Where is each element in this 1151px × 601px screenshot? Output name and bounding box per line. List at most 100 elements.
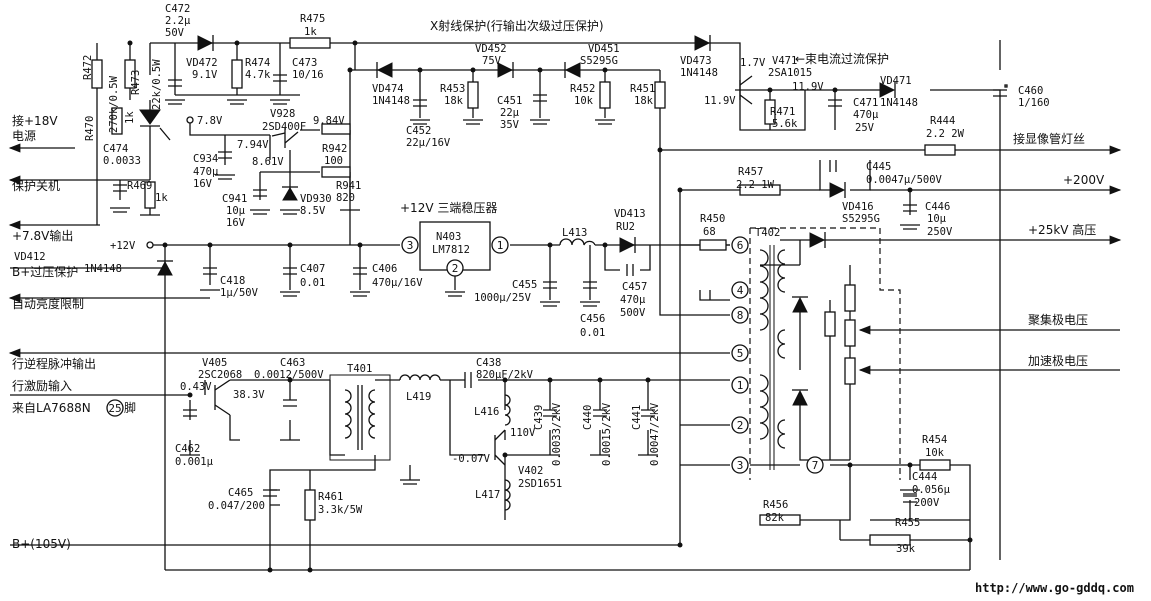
transistor-v405 [214,379,231,416]
comp-val-62: 0.0047/2kV [649,402,661,466]
resistor-r474 [231,59,243,89]
inductor-l413 [559,238,596,246]
resistor-r454 [919,459,951,471]
resistor-hv4 [844,357,856,385]
net-label-6: 7.94V [237,139,269,151]
io-right-2: +25kV 高压 [1028,222,1096,237]
comp-ref-41: VD412 [14,251,46,263]
comp-ref-17: R452 [570,83,595,95]
comp-val-32: 100 [324,155,343,167]
diode-hv-mid [792,296,808,313]
pin-num-0: 3 [407,239,414,252]
comp-ref-63: V402 [518,465,543,477]
io-left-3: +7.8V输出 [12,228,73,243]
comp-val-28: 16V [193,178,213,190]
io-left-7: 行激励输入 [12,378,72,393]
resistor-r456 [759,514,801,526]
diode-vd473 [694,35,711,51]
comp-val-3: 270k/0.5W [108,75,120,133]
inductor-l417 [504,479,511,511]
comp-ref-5: VD472 [186,57,218,69]
thyristor-protect [139,100,171,150]
resistors [91,37,956,546]
diode-vd413 [619,237,636,253]
cap-c441 [641,409,655,417]
comp-val-43: 0.01 [300,277,325,289]
comp-ref-15: C451 [497,95,522,107]
comp-ref-35: R444 [930,115,955,127]
pin-num-6: 5 [737,347,744,360]
comp-ref-23: R470 [84,116,96,141]
comp-val-61: 0.0015/2kV [601,402,613,466]
io-left-9: 脚 [124,400,136,415]
cap-c934 [218,151,232,159]
xray-protect-title: X射线保护(行输出次级过压保护) [430,18,604,33]
diodes [157,35,896,406]
comp-ref-2: R475 [300,13,325,25]
annotations: X射线保护(行输出次级过压保护) ←束电流过流保护 +12V 三端稳压器 htt… [400,18,1134,595]
resistor-r941 [321,166,351,178]
comp-ref-37: C445 [866,161,891,173]
comp-val-0: 2.2μ [165,15,191,27]
comp-val-23: 1k [124,111,136,124]
comp-ref-18: R451 [630,83,655,95]
resistor-r444 [924,144,956,156]
comp-val-41: 1N4148 [84,263,122,275]
comp-ref-33: R941 [336,180,361,192]
net-label-8: 0.43V [180,381,212,393]
comp-ref-20: C471 [853,97,878,109]
comp-val-9: 75V [482,55,502,67]
diode-hv-low [792,389,808,406]
comp-ref-66: C465 [228,487,253,499]
comp-val-54: 2SC2068 [198,369,242,381]
comp-ref-36: R457 [738,166,763,178]
io-right-3: 聚集极电压 [1028,312,1088,327]
comp-ref-39: C446 [925,201,950,213]
comp-val-26: 2SD400F [262,121,306,133]
resistor-hv2 [824,311,836,337]
cap-c460 [993,89,1007,97]
inductor-l416 [504,394,511,426]
transistor-v928 [271,128,299,148]
comp-val-17: 10k [574,95,594,107]
io-left-4: B+过压保护 [12,265,78,279]
io-left-8: 来自LA7688N [12,401,91,415]
comp-ref-60: C439 [533,405,545,430]
diode-vd452 [497,62,514,78]
cap-c456 [583,281,597,289]
cap-c446 [903,204,917,212]
comp-val-30: 16V [226,217,246,229]
resistor-r452 [599,81,611,109]
comp-ref-55: C463 [280,357,305,369]
diode-vd930 [282,186,298,201]
comp-ref-13: VD471 [880,75,912,87]
comp-ref-31: VD930 [300,193,332,205]
comp-ref-10: VD451 [588,43,620,55]
comp-val-44: 470μ/16V [372,277,423,289]
comp-val-31: 8.5V [300,205,326,217]
comp-val-6: 4.7k [245,69,271,81]
comp-ref-51: C456 [580,313,605,325]
comp-ref-49: T402 [755,227,780,239]
comp-ref-50: C455 [512,279,537,291]
comp-ref-29: C941 [222,193,247,205]
comp-val-58: 820μF/2kV [476,369,534,381]
comp-val-55: 0.0012/500V [254,369,324,381]
comp-ref-46: L413 [562,227,587,239]
pin-numbers: 3 1 2 6 4 8 5 1 2 3 7 [407,239,819,472]
resistor-r450 [699,239,727,251]
transformer-t402 [759,245,786,470]
comp-ref-56: T401 [347,363,372,375]
io-left-1: 电源 [12,129,36,143]
comp-val-18: 18k [634,95,654,107]
cap-c463 [283,399,297,407]
comp-val-68: 10k [925,447,945,459]
comp-val-66: 0.047/200 [208,500,265,512]
pin-num-5: 8 [737,309,744,322]
comp-ref-71: R456 [763,499,788,511]
capacitors [113,74,1007,503]
comp-ref-65: C462 [175,443,200,455]
comp-ref-68: R454 [922,434,947,446]
comp-ref-19: R471 [770,106,795,118]
pin-num-10: 7 [812,459,819,472]
